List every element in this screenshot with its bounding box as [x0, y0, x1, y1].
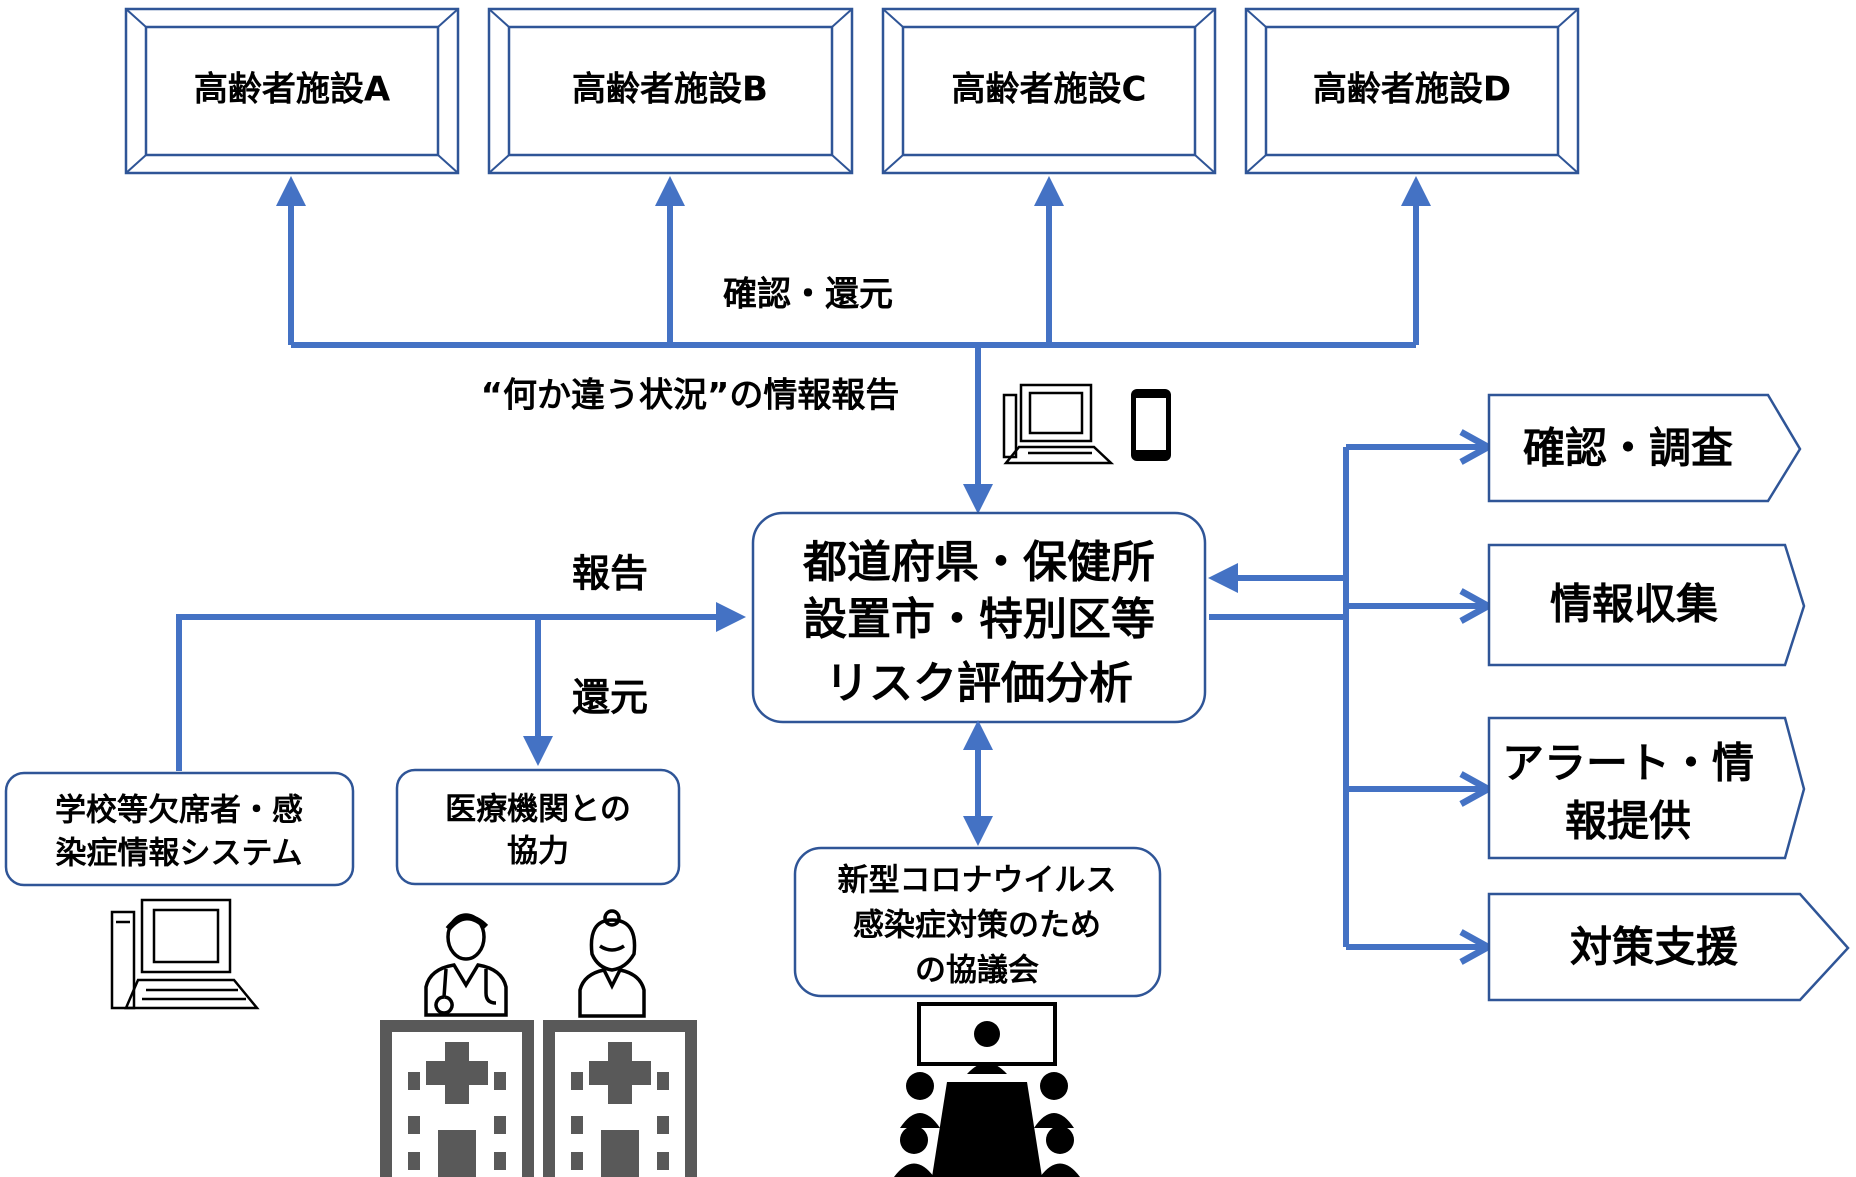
action-alert-info-line-2: 報提供: [1565, 797, 1691, 846]
desktop-computer-icon: [1002, 383, 1115, 465]
center-hub-box: 都道府県・保健所 設置市・特別区等 リスク評価分析: [751, 511, 1207, 724]
facility-box-d: 高齢者施設D: [1244, 7, 1580, 175]
council-line-2: 感染症対策のため: [853, 908, 1101, 944]
action-confirm-survey: 確認・調査: [1487, 393, 1802, 503]
school-report-line: [176, 602, 746, 771]
action-countermeasure-support-label: 対策支援: [1570, 923, 1739, 972]
facility-box-c: 高齢者施設C: [881, 7, 1217, 175]
school-system-line-2: 染症情報システム: [55, 836, 302, 872]
council-line-3: の協議会: [915, 953, 1039, 989]
facility-label-b: 高齢者施設B: [572, 70, 768, 110]
action-confirm-survey-label: 確認・調査: [1523, 424, 1733, 473]
smartphone-icon: [1131, 389, 1171, 461]
facility-box-b: 高齢者施設B: [487, 7, 854, 175]
center-line-3: リスク評価分析: [825, 658, 1133, 709]
facility-box-a: 高齢者施設A: [124, 7, 460, 175]
label-return: 還元: [572, 676, 648, 720]
council-box: 新型コロナウイルス 感染症対策のため の協議会: [793, 846, 1162, 998]
left-connector-lines: [176, 602, 746, 771]
medical-cooperation-box: 医療機関との 協力: [395, 768, 681, 886]
school-system-box: 学校等欠席者・感 染症情報システム: [4, 771, 355, 887]
action-alert-info-line-1: アラート・情: [1502, 739, 1754, 788]
hospital-icon: [543, 1020, 697, 1177]
facility-label-a: 高齢者施設A: [194, 70, 391, 110]
action-alert-info: アラート・情 報提供: [1487, 716, 1806, 860]
label-report: 報告: [572, 552, 648, 596]
medical-line-1: 医療機関との: [445, 792, 631, 828]
action-info-collection: 情報収集: [1487, 543, 1806, 667]
facility-connector-lines: [276, 176, 1431, 514]
facility-label-c: 高齢者施設C: [952, 70, 1147, 110]
action-countermeasure-support: 対策支援: [1487, 892, 1850, 1002]
hospital-icon: [380, 1020, 534, 1177]
label-situation-report: “何か違う状況”の情報報告: [481, 376, 900, 416]
center-line-1: 都道府県・保健所: [802, 537, 1155, 588]
center-line-2: 設置市・特別区等: [803, 594, 1155, 645]
action-info-collection-label: 情報収集: [1550, 580, 1718, 629]
right-connector-lines: [1208, 447, 1488, 947]
school-system-line-1: 学校等欠席者・感: [55, 793, 303, 829]
desktop-computer-icon: [110, 898, 260, 1010]
medical-line-2: 協力: [507, 834, 569, 870]
council-line-1: 新型コロナウイルス: [838, 863, 1117, 899]
label-confirm-return: 確認・還元: [723, 275, 893, 315]
doctor-icon: [424, 913, 508, 1017]
nurse-icon: [578, 909, 646, 1018]
meeting-icon: [894, 1002, 1080, 1177]
facility-label-d: 高齢者施設D: [1313, 70, 1511, 110]
